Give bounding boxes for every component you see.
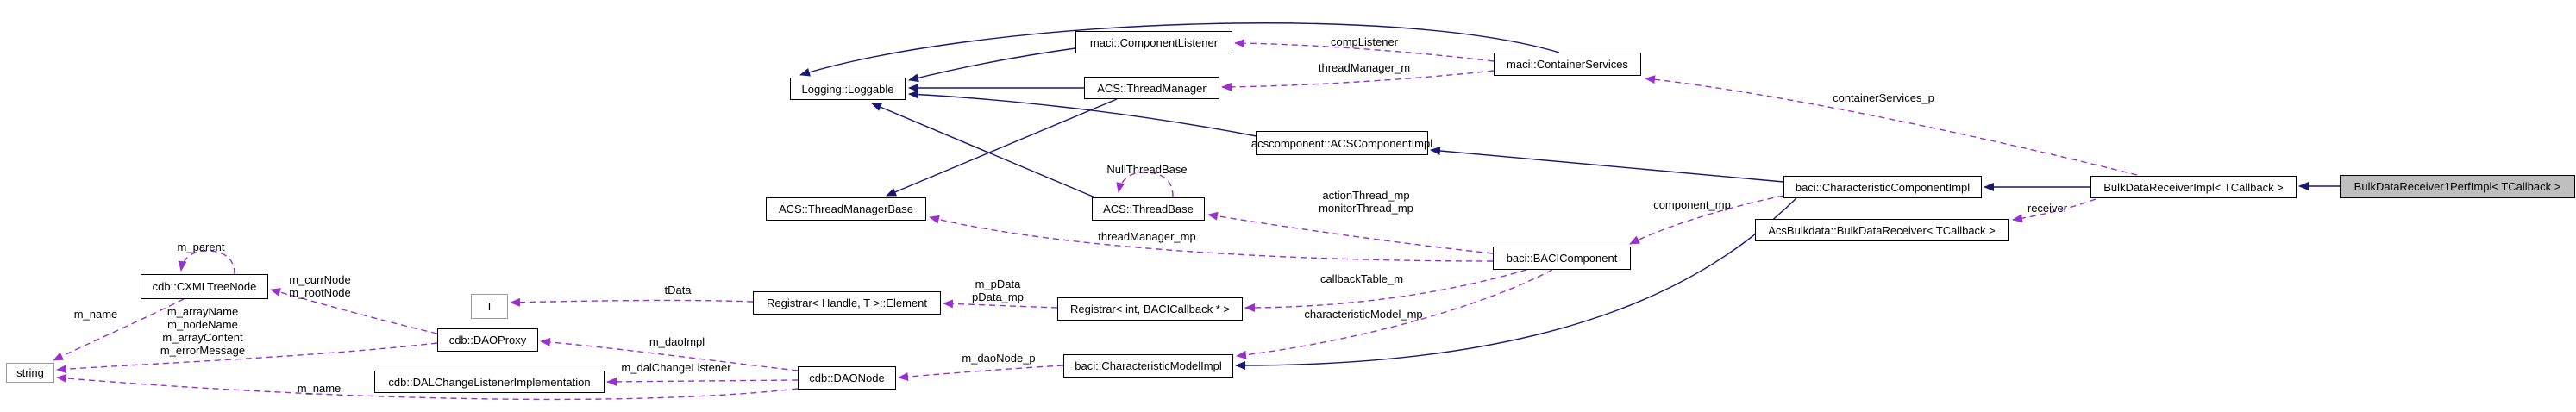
- node-acs-thread-base[interactable]: ACS::ThreadBase: [1092, 197, 1205, 221]
- edge-label-use-receiver: receiver: [2027, 202, 2068, 215]
- edge-use-container-services-p: [1645, 75, 2138, 176]
- edge-label-use-callback-table-m: callbackTable_m: [1319, 272, 1404, 285]
- edge-use-callback-table-m: [1244, 269, 1527, 312]
- edge-inherit-thread-base-loggable: [871, 103, 1098, 199]
- node-acsbulkdata-bulk-data-receiver[interactable]: AcsBulkdata::BulkDataReceiver< TCallback…: [1755, 219, 2009, 241]
- edge-use-m-dal-change-listener: [606, 377, 799, 386]
- edge-label-use-m-pdata: m_pData pData_mp: [972, 278, 1024, 303]
- edge-label-use-action-monitor-thread: actionThread_mp monitorThread_mp: [1319, 189, 1413, 215]
- edge-label-use-m-array-fields: m_arrayName m_nodeName m_arrayContent m_…: [160, 305, 246, 357]
- node-string[interactable]: string: [6, 363, 54, 383]
- node-cdb-dal-change-listener-implementation[interactable]: cdb::DALChangeListenerImplementation: [374, 371, 605, 393]
- node-t[interactable]: T: [471, 294, 508, 319]
- edge-label-use-characteristic-model-mp: characteristicModel_mp: [1304, 308, 1423, 321]
- edge-use-characteristic-model-mp: [1236, 269, 1553, 359]
- node-acscomponent-acs-component-impl[interactable]: acscomponent::ACSComponentImpl: [1251, 131, 1432, 155]
- edge-label-use-m-name-dao-node: m_name: [297, 382, 342, 395]
- edge-use-m-name-tree-node: [53, 298, 185, 361]
- edge-label-use-comp-listener: compListener: [1330, 35, 1399, 48]
- edge-use-comp-listener: [1234, 39, 1495, 62]
- edge-inherit-acs-component-impl-loggable: [908, 90, 1257, 137]
- node-cdb-dao-proxy[interactable]: cdb::DAOProxy: [437, 328, 538, 352]
- node-acs-thread-manager[interactable]: ACS::ThreadManager: [1084, 77, 1219, 99]
- node-registrar-element[interactable]: Registrar< Handle, T >::Element: [753, 291, 941, 315]
- edge-label-use-thread-manager-mp: threadManager_mp: [1098, 230, 1196, 243]
- node-bulk-data-receiver-impl[interactable]: BulkDataReceiverImpl< TCallback >: [2090, 176, 2297, 198]
- node-bulk-data-receiver1-perf-impl[interactable]: BulkDataReceiver1PerfImpl< TCallback >: [2340, 175, 2575, 198]
- node-maci-component-listener[interactable]: maci::ComponentListener: [1075, 31, 1232, 53]
- edge-label-use-null-thread-base: NullThreadBase: [1106, 163, 1188, 176]
- edge-label-use-m-dal-change-listener: m_dalChangeListener: [621, 361, 731, 374]
- edge-use-m-dao-node-p: [898, 365, 1064, 382]
- edge-label-use-m-name-tree-node: m_name: [73, 308, 118, 321]
- edge-use-m-name-dao-node: [56, 373, 799, 401]
- edge-inherit-char-component-impl-acs-component-impl: [1430, 147, 1784, 183]
- edge-use-m-curr-root-node: [270, 288, 438, 334]
- edge-inherit-container-services-loggable: [799, 22, 1560, 77]
- edge-use-action-monitor-thread: [1207, 211, 1494, 254]
- node-registrar-int-bacicallback[interactable]: Registrar< int, BACICallback * >: [1057, 297, 1243, 321]
- node-cdb-dao-node[interactable]: cdb::DAONode: [798, 366, 896, 390]
- edge-use-m-dao-impl: [540, 337, 799, 371]
- edge-inherit-component-listener-loggable: [908, 47, 1076, 83]
- edge-use-m-parent: [178, 250, 235, 275]
- node-acs-thread-manager-base[interactable]: ACS::ThreadManagerBase: [766, 197, 926, 221]
- edge-use-m-pdata: [943, 299, 1058, 309]
- node-maci-container-services[interactable]: maci::ContainerServices: [1494, 53, 1641, 76]
- edge-inherit-thread-manager-thread-manager-base: [886, 98, 1118, 197]
- edge-use-m-array-fields: [56, 342, 438, 374]
- edge-label-use-component-mp: component_mp: [1653, 198, 1731, 211]
- edge-label-use-container-services-p: containerServices_p: [1833, 91, 1934, 104]
- edge-label-use-tdata: tData: [664, 284, 692, 297]
- node-cdb-cxml-tree-node[interactable]: cdb::CXMLTreeNode: [141, 274, 268, 299]
- edge-label-use-m-dao-impl: m_daoImpl: [649, 335, 705, 348]
- edge-use-thread-manager-m: [1221, 70, 1495, 91]
- edge-label-use-m-parent: m_parent: [177, 240, 225, 253]
- edge-use-receiver: [2012, 198, 2097, 223]
- edge-label-use-thread-manager-m: threadManager_m: [1318, 61, 1411, 74]
- node-baci-baci-component[interactable]: baci::BACIComponent: [1493, 247, 1631, 270]
- edge-label-use-m-curr-root-node: m_currNode m_rootNode: [289, 273, 351, 299]
- edge-label-use-m-dao-node-p: m_daoNode_p: [962, 352, 1036, 365]
- node-logging-loggable[interactable]: Logging::Loggable: [790, 78, 906, 100]
- node-baci-characteristic-component-impl[interactable]: baci::CharacteristicComponentImpl: [1783, 176, 1982, 198]
- edge-use-tdata: [510, 297, 754, 307]
- edge-use-null-thread-base: [1116, 172, 1174, 197]
- node-baci-characteristic-model-impl[interactable]: baci::CharacteristicModelImpl: [1063, 354, 1233, 378]
- edge-use-component-mp: [1629, 195, 1784, 245]
- edge-use-thread-manager-mp: [929, 215, 1494, 262]
